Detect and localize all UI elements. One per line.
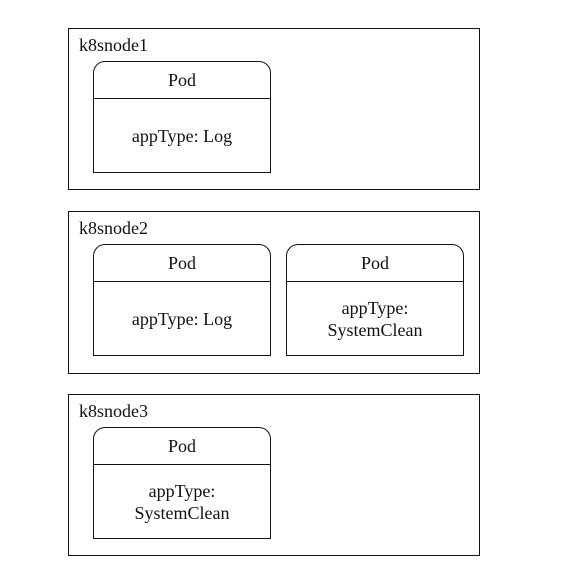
pod-body: appType: SystemClean (94, 465, 270, 538)
pod-app-type-key: appType: (341, 297, 409, 318)
pod-app-type: appType: Log (131, 125, 233, 146)
k8s-node-3: k8snode3 Pod appType: SystemClean (68, 394, 480, 556)
pod-body: appType: Log (94, 99, 270, 172)
pod-app-type-value: SystemClean (327, 319, 423, 340)
pod-body: appType: SystemClean (287, 282, 463, 355)
k8s-node-2: k8snode2 Pod appType: Log Pod appType: S… (68, 211, 480, 374)
pod-header: Pod (94, 428, 270, 465)
node-label: k8snode3 (79, 401, 148, 421)
pod-app-type: appType: Log (131, 308, 233, 329)
node-label: k8snode2 (79, 218, 148, 238)
node-label: k8snode1 (79, 35, 148, 55)
pod-box: Pod appType: Log (93, 244, 271, 356)
pod-header: Pod (94, 245, 270, 282)
pod-app-type-value: SystemClean (134, 502, 230, 523)
k8s-node-1: k8snode1 Pod appType: Log (68, 28, 480, 190)
pod-box: Pod appType: SystemClean (93, 427, 271, 539)
pod-app-type-key: appType: (148, 480, 216, 501)
pod-body: appType: Log (94, 282, 270, 355)
pod-box: Pod appType: SystemClean (286, 244, 464, 356)
pod-header: Pod (94, 62, 270, 99)
pod-header: Pod (287, 245, 463, 282)
pod-box: Pod appType: Log (93, 61, 271, 173)
